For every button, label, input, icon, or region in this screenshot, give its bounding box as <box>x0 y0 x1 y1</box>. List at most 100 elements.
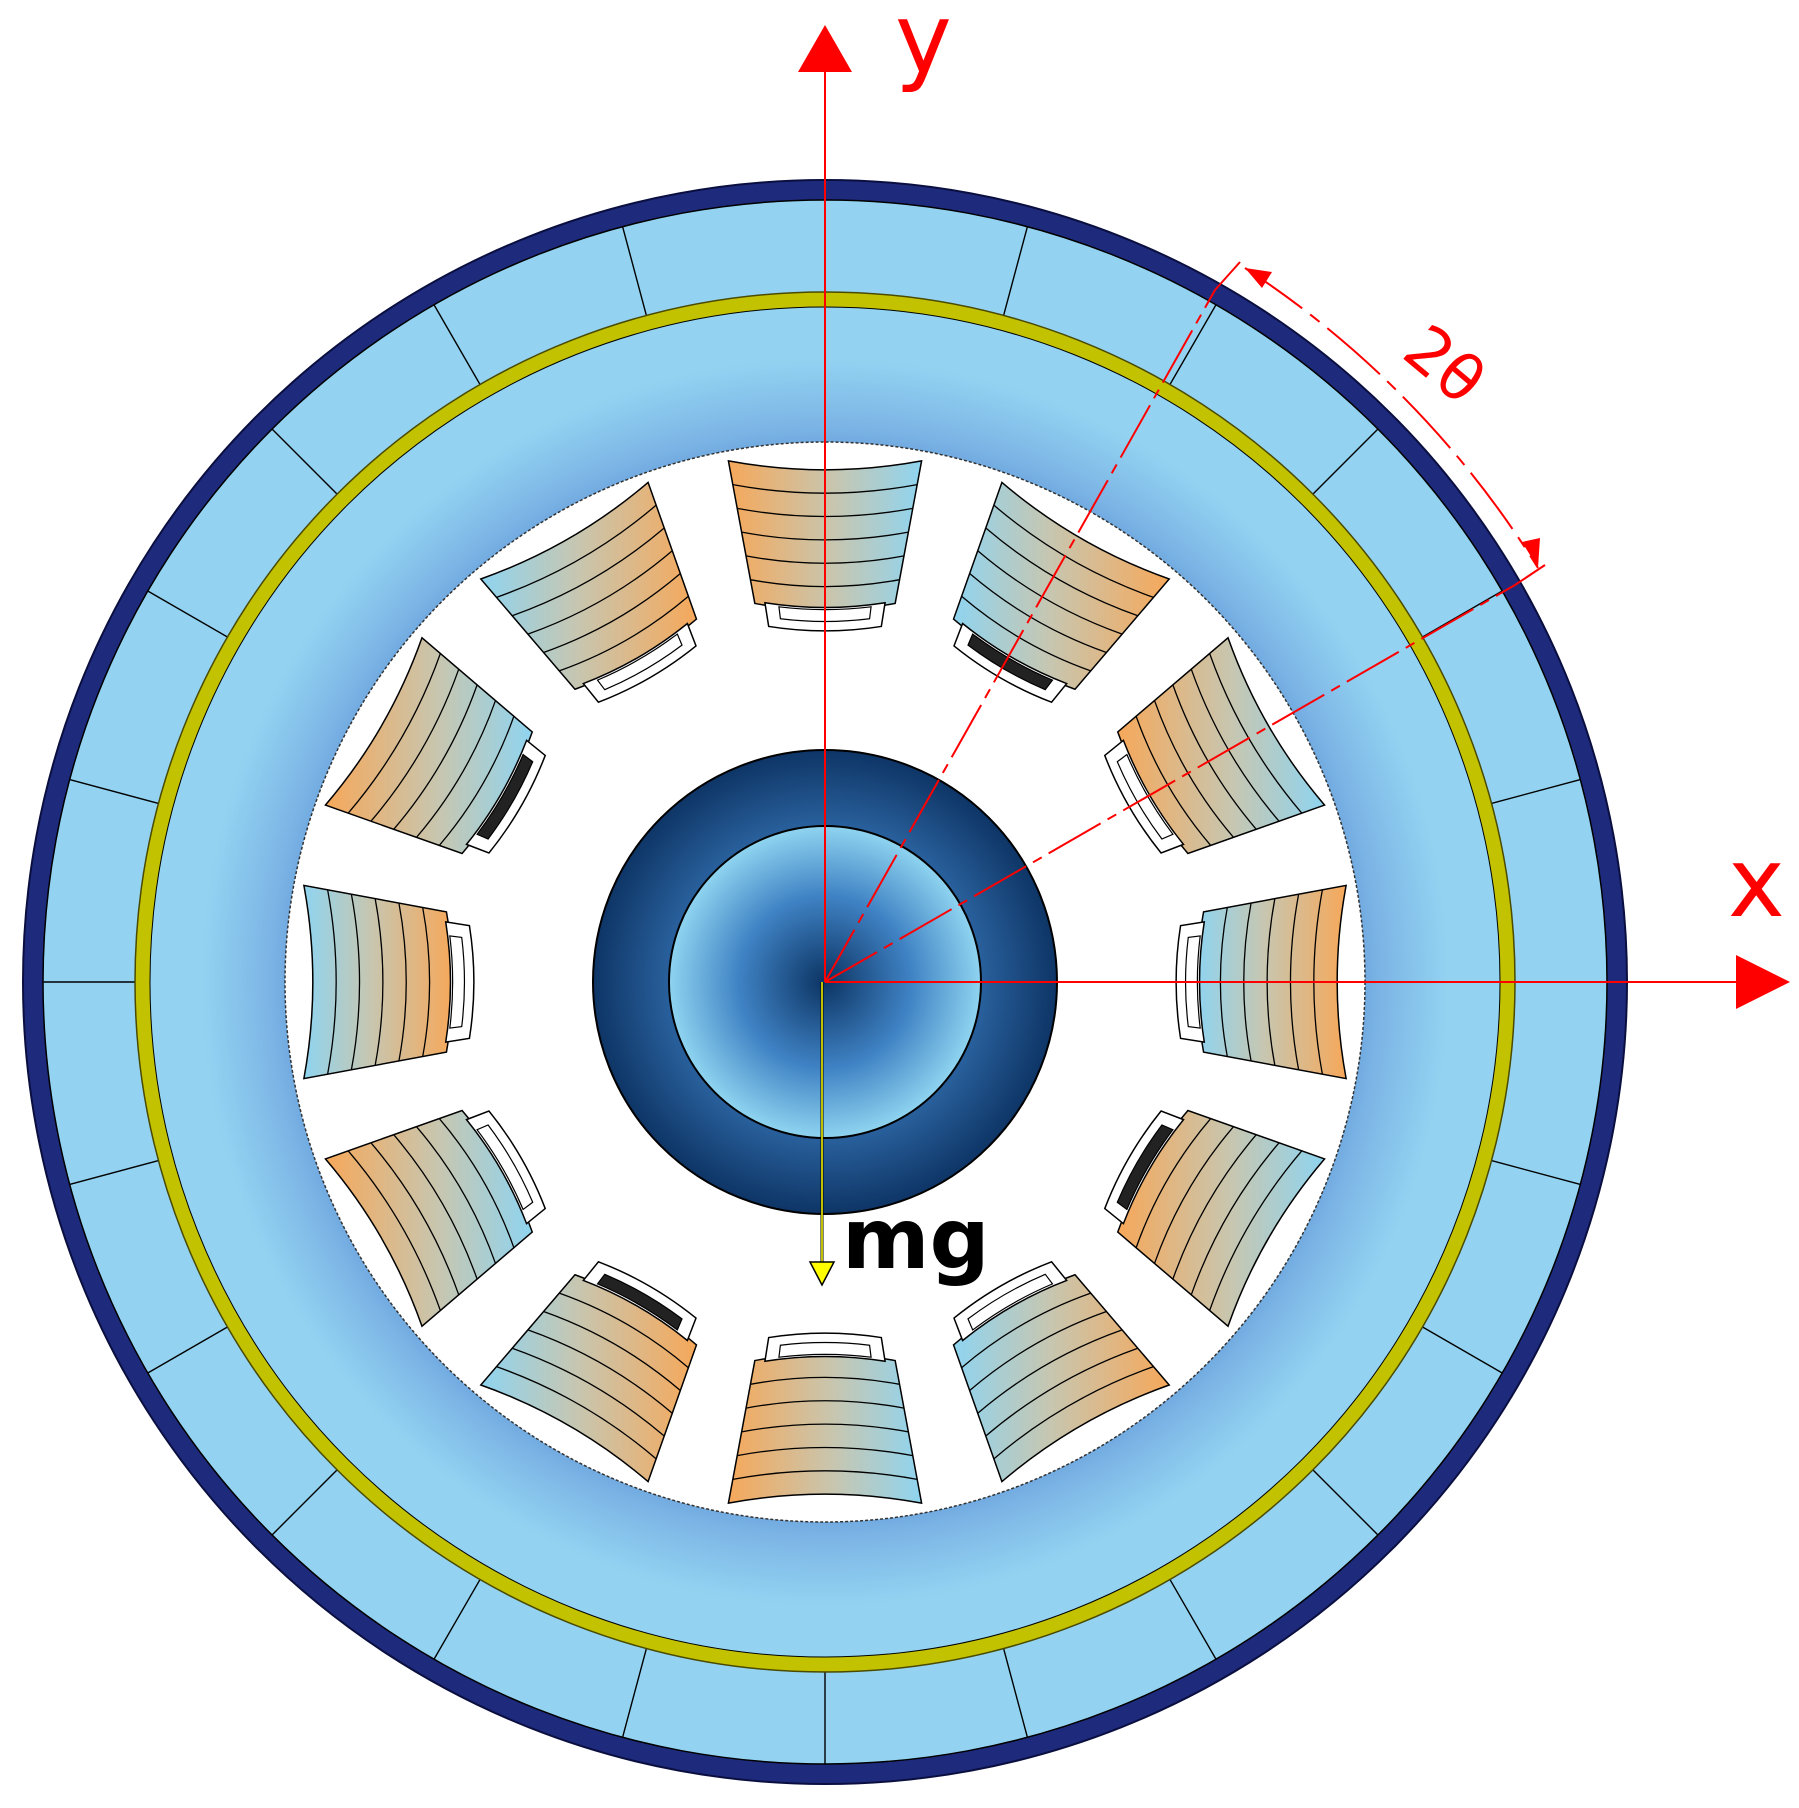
coil-layer-line <box>350 894 361 1070</box>
coil-layer-line <box>969 1310 1107 1391</box>
coil-layer-line <box>393 1134 478 1280</box>
angle-ray-lower <box>824 584 1516 983</box>
coil-layer-line <box>1190 1142 1280 1296</box>
coil-layer-line <box>370 668 460 822</box>
coil-layer-line <box>1172 1134 1257 1280</box>
coil-layer-line <box>993 1366 1154 1460</box>
pole-shoe-inner <box>967 1273 1054 1331</box>
angle-arc <box>1244 267 1539 569</box>
coil-layer-line <box>326 889 337 1075</box>
coil-layer-line <box>527 1329 673 1414</box>
segment-divider <box>1312 1469 1379 1536</box>
coil-layer-line <box>393 684 478 830</box>
pole-shoe-inner <box>476 1124 534 1211</box>
angle-ray-upper <box>824 289 1216 983</box>
segment-divider <box>433 1579 481 1660</box>
coil-layer-line <box>398 902 407 1062</box>
pole-shoe-inner <box>1116 1124 1174 1211</box>
coil-layer-line <box>496 1366 657 1460</box>
angle-ray-upper-ext <box>1214 261 1241 291</box>
pole-shoe-inner <box>476 753 534 840</box>
gravity-label: mg <box>842 1190 990 1288</box>
coil-layer-line <box>985 1347 1139 1437</box>
angle-arrow-upper <box>1245 268 1272 288</box>
coil-layer-line <box>732 1470 918 1480</box>
stator-pole <box>479 1260 698 1483</box>
coil-layer-line <box>511 527 665 617</box>
angle-arrow-lower <box>1522 538 1540 568</box>
segment-divider <box>1422 590 1503 638</box>
coil-layer-line <box>985 527 1139 617</box>
segment-divider <box>1169 1579 1217 1660</box>
segment-divider <box>147 590 228 638</box>
segment-divider <box>1491 778 1581 805</box>
coil-layer-line <box>559 595 689 672</box>
gravity-vector: mg <box>808 982 990 1288</box>
stator-pole <box>727 1332 923 1505</box>
coil-layer-line <box>745 1400 905 1409</box>
segment-divider <box>1169 304 1217 385</box>
pole-shoe-inner <box>967 633 1054 691</box>
x-axis-arrowhead <box>1736 955 1790 1009</box>
coordinate-axes: y x <box>798 0 1790 1009</box>
coil-layer-line <box>977 550 1123 635</box>
segment-divider <box>1422 1326 1503 1374</box>
segment-divider <box>69 778 159 805</box>
coil-layer-line <box>1153 1126 1234 1264</box>
segment-divider <box>1002 226 1029 316</box>
pole-shoe-inner <box>596 1273 683 1331</box>
coil-layer-line <box>416 700 497 838</box>
coil-layer-line <box>416 1126 497 1264</box>
coil-layer-line <box>961 595 1091 672</box>
pole-shoe-inner <box>596 633 683 691</box>
stator-pole <box>324 636 547 855</box>
stator-pole <box>479 481 698 704</box>
segment-divider <box>1002 1648 1029 1738</box>
coil-layer-line <box>438 1118 515 1248</box>
stator-poles <box>302 459 1348 1505</box>
coil-layer-line <box>438 716 515 846</box>
pole-shoe-inner <box>449 935 466 1029</box>
coil-layer-line <box>741 1423 909 1433</box>
segment-divider <box>271 428 338 495</box>
segment-divider <box>1491 1159 1581 1186</box>
coil-layer-line <box>347 1150 441 1311</box>
segment-divider <box>271 1469 338 1536</box>
coil-layer-line <box>737 1446 913 1457</box>
stator-pole <box>324 1109 547 1328</box>
gravity-arrowhead <box>808 1261 836 1287</box>
segment-divider <box>621 226 648 316</box>
coil-layer-line <box>993 504 1154 598</box>
stator-pole <box>952 1260 1171 1483</box>
segment-divider <box>69 1159 159 1186</box>
coil-layer-line <box>969 573 1107 654</box>
coil-layer-line <box>961 1292 1091 1369</box>
x-axis-label: x <box>1728 827 1785 939</box>
segment-divider <box>147 1326 228 1374</box>
coil-layer-line <box>370 1142 460 1296</box>
segment-divider <box>1312 428 1379 495</box>
y-axis-arrowhead <box>798 25 852 72</box>
coil-layer-line <box>527 550 673 635</box>
pole-shoe-inner <box>778 1341 872 1358</box>
coil-layer-line <box>543 1310 681 1391</box>
coil-layer-line <box>496 504 657 598</box>
angle-ray-lower-ext <box>1514 564 1546 586</box>
coil-layer-line <box>347 653 441 814</box>
coil-layer-line <box>422 907 431 1057</box>
stator-pole <box>1103 1109 1326 1328</box>
coil-layer-line <box>750 1376 900 1385</box>
coil-layer-line <box>511 1347 665 1437</box>
stator-pole <box>952 481 1171 704</box>
coil-layer-line <box>543 573 681 654</box>
y-axis-label: y <box>895 0 952 95</box>
stator-pole <box>302 884 475 1080</box>
coil-layer-line <box>977 1329 1123 1414</box>
angle-label: 2θ <box>1389 311 1498 419</box>
coil-layer-line <box>1135 1118 1212 1248</box>
coil-layer-line <box>559 1292 689 1369</box>
coil-layer-line <box>1209 1150 1303 1311</box>
segment-divider <box>621 1648 648 1738</box>
segment-divider <box>433 304 481 385</box>
